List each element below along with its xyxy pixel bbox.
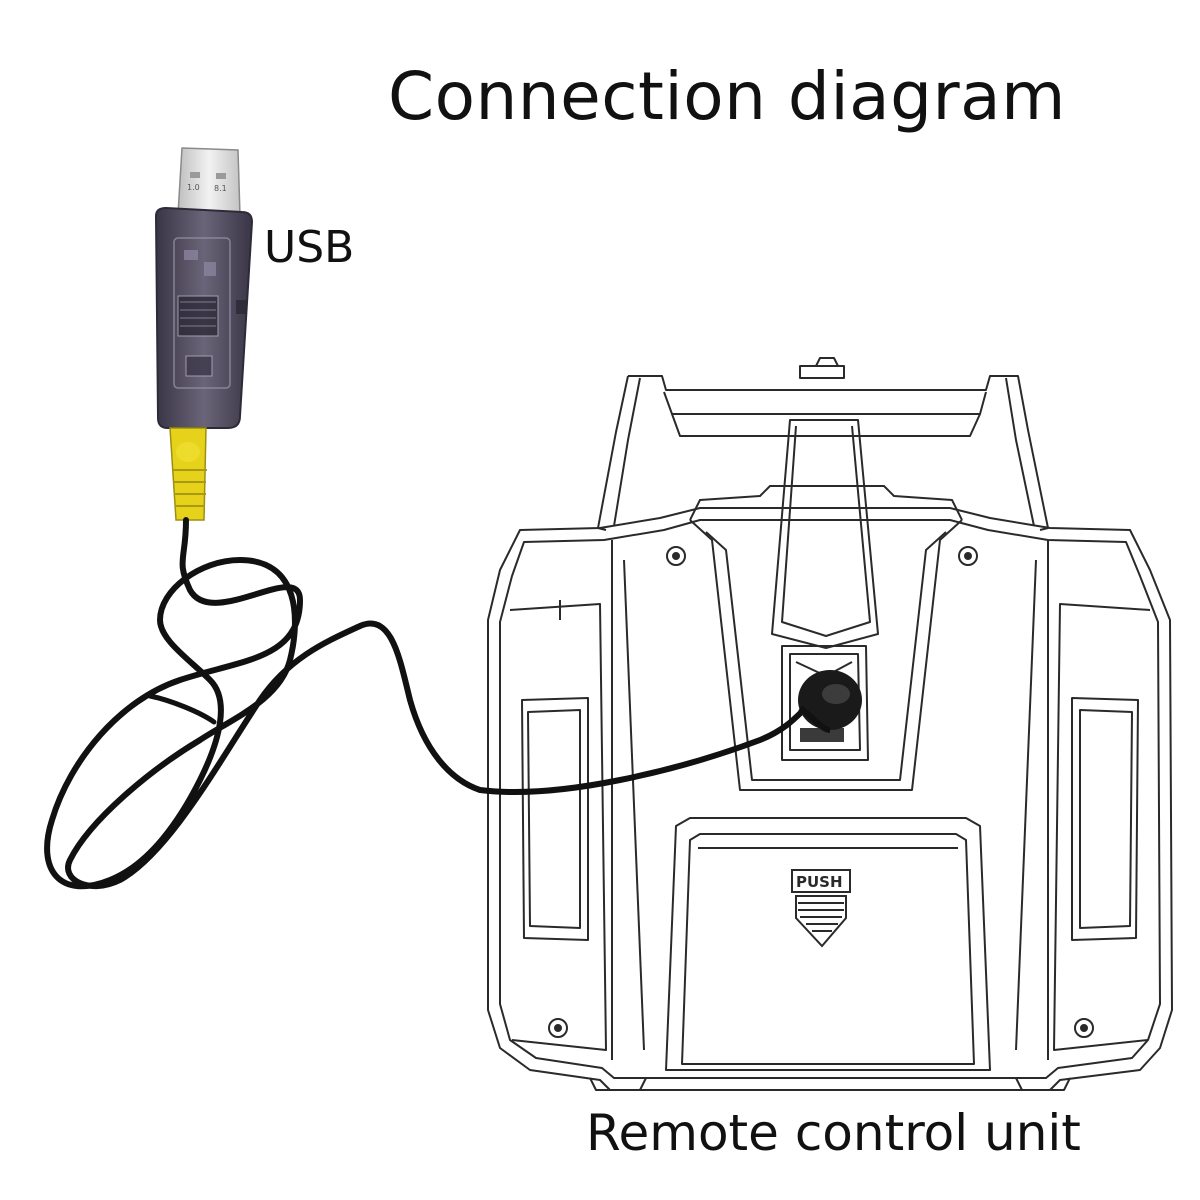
push-arrow-icon: PUSH (791, 869, 851, 948)
screw-icon (548, 546, 1094, 1038)
remote-control (487, 357, 1173, 1091)
usb-label: USB (264, 222, 355, 273)
push-label: PUSH (796, 873, 843, 891)
usb-plug-icon: 1.0 8.1 (177, 147, 241, 217)
plug-mark-right: 8.1 (214, 184, 227, 193)
remote-control-label: Remote control unit (586, 1104, 1081, 1162)
usb-dongle: 1.0 8.1 (154, 147, 254, 521)
port-plug (798, 670, 862, 733)
usb-pcb (173, 237, 246, 389)
diagram-title: Connection diagram (388, 58, 1066, 135)
trainer-port (781, 645, 869, 761)
usb-strain-relief (169, 427, 207, 521)
battery-door (665, 817, 991, 1071)
plug-mark-left: 1.0 (187, 183, 200, 192)
usb-cable (44, 517, 813, 890)
